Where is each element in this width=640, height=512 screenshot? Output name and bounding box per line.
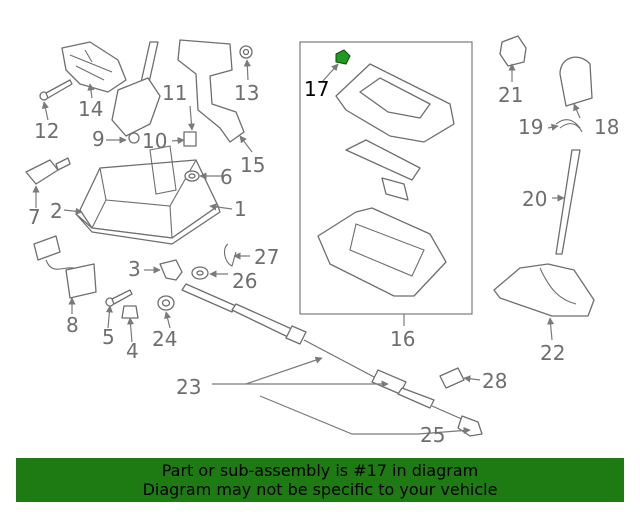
part-26-drawing <box>191 266 209 280</box>
callout-24: 24 <box>152 327 177 351</box>
part-6-drawing <box>184 170 200 182</box>
callout-13: 13 <box>234 81 259 105</box>
callout-9: 9 <box>92 127 105 151</box>
callout-6: 6 <box>220 165 233 189</box>
part-22-drawing <box>493 263 595 317</box>
callout-3: 3 <box>128 257 141 281</box>
callout-4: 4 <box>126 339 139 363</box>
part-7-drawing <box>25 157 71 185</box>
leader-lines <box>32 59 581 434</box>
callout-15: 15 <box>240 153 265 177</box>
callout-28: 28 <box>482 369 507 393</box>
callout-5: 5 <box>102 325 115 349</box>
part-12-drawing <box>39 79 73 101</box>
callout-22: 22 <box>540 341 565 365</box>
info-banner: Part or sub-assembly is #17 in diagram D… <box>16 458 624 502</box>
callout-23: 23 <box>176 375 201 399</box>
callout-12: 12 <box>34 119 59 143</box>
part-15-drawing <box>177 39 245 143</box>
callout-17: 17 <box>304 77 329 101</box>
banner-line-1: Part or sub-assembly is #17 in diagram <box>161 461 479 480</box>
parts-diagram: 1 2 3 4 5 6 7 8 9 10 11 12 13 14 15 16 1… <box>25 35 619 447</box>
part-16-group-frame <box>299 41 473 315</box>
part-1-2-drawing <box>75 145 221 245</box>
callout-25: 25 <box>420 423 445 447</box>
part-24-drawing <box>157 295 175 311</box>
callout-7: 7 <box>28 205 41 229</box>
callout-19: 19 <box>518 115 543 139</box>
part-28-drawing <box>439 367 465 389</box>
part-27-drawing <box>223 243 237 267</box>
part-21-drawing <box>499 35 527 67</box>
part-23-25-drawing <box>181 283 483 437</box>
banner-line-2: Diagram may not be specific to your vehi… <box>142 480 498 499</box>
callout-20: 20 <box>522 187 547 211</box>
part-18-drawing <box>559 56 593 107</box>
part-3-drawing <box>159 259 183 281</box>
part-8-drawing <box>33 235 97 299</box>
part-20-drawing <box>555 149 581 255</box>
part-5-drawing <box>105 289 133 307</box>
callout-27: 27 <box>254 245 279 269</box>
callout-21: 21 <box>498 83 523 107</box>
part-13-drawing <box>239 45 253 59</box>
callout-16: 16 <box>390 327 415 351</box>
callout-2: 2 <box>50 199 63 223</box>
part-14-drawing <box>61 41 127 93</box>
callout-8: 8 <box>66 313 79 337</box>
callout-10: 10 <box>142 129 167 153</box>
callout-14: 14 <box>78 97 103 121</box>
part-17-drawing <box>335 49 351 65</box>
callout-18: 18 <box>594 115 619 139</box>
part-19-drawing <box>555 119 583 133</box>
callout-26: 26 <box>232 269 257 293</box>
part-4-drawing <box>121 305 139 319</box>
part-9-11-drawing <box>111 41 197 147</box>
callout-11: 11 <box>162 81 187 105</box>
callout-1: 1 <box>234 197 247 221</box>
part-16-bezel-drawing <box>317 63 455 297</box>
